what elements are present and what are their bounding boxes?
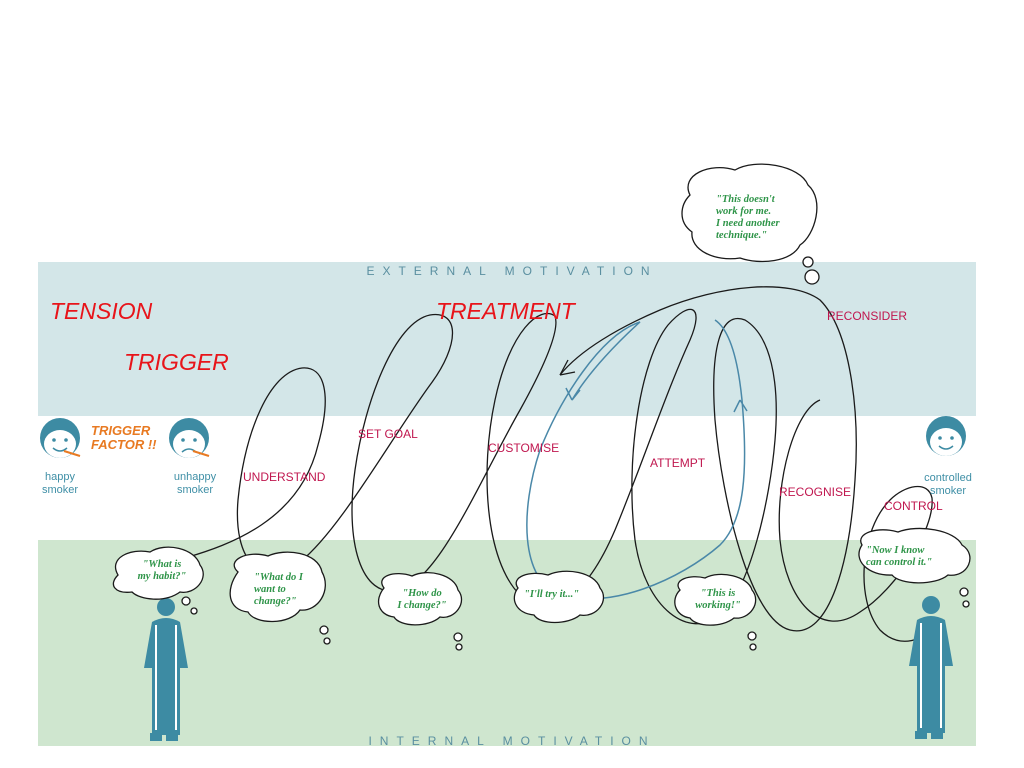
- external-motivation-band: [38, 262, 976, 416]
- stage-control: CONTROL: [884, 499, 943, 513]
- thought-dot: [319, 625, 329, 635]
- trigger-factor-label: TRIGGER FACTOR !!: [91, 423, 157, 452]
- thought-dot: [804, 269, 820, 285]
- internal-motivation-label: INTERNAL MOTIVATION: [368, 734, 656, 748]
- tension-heading: TENSION: [50, 298, 153, 324]
- reconsider-arrowhead: [559, 359, 576, 376]
- controlled-smoker-face-icon: [926, 416, 966, 456]
- thought-dot: [747, 631, 757, 641]
- thought-working-text: "This is working!": [695, 588, 741, 611]
- thought-bubble-working: [674, 573, 757, 626]
- stage-attempt: ATTEMPT: [650, 456, 706, 470]
- thought-want-text: "What do I want to change?": [254, 572, 304, 607]
- thought-dot: [453, 632, 463, 642]
- thought-how-text: "How do I change?": [397, 588, 447, 611]
- thought-doesnt-work-text: "This doesn't work for me. I need anothe…: [716, 194, 780, 241]
- stage-recognise: RECOGNISE: [779, 485, 852, 499]
- retry-arrowhead-down: [565, 387, 581, 401]
- stage-set-goal: SET GOAL: [358, 427, 418, 441]
- external-motivation-label: EXTERNAL MOTIVATION: [366, 264, 658, 278]
- thought-bubble-how: [377, 572, 463, 626]
- happy-smoker-label: happy smoker: [41, 471, 79, 496]
- person-left-icon: [144, 598, 188, 741]
- thought-bubble-want: [229, 551, 326, 623]
- unhappy-smoker-label: unhappy smoker: [173, 471, 217, 496]
- trigger-heading: TRIGGER: [124, 349, 229, 375]
- thought-dot: [323, 637, 331, 645]
- thought-control-text: "Now I know can control it.": [866, 545, 933, 568]
- thought-dot: [959, 587, 969, 597]
- thought-dot: [181, 596, 191, 606]
- thought-bubble-habit: [112, 546, 204, 600]
- thought-dot: [190, 607, 198, 615]
- unhappy-smoker-face-icon: [169, 418, 210, 458]
- thought-dot: [455, 643, 463, 651]
- treatment-heading: TREATMENT: [436, 298, 575, 324]
- thought-try-text: "I'll try it...": [524, 589, 580, 600]
- stage-reconsider: RECONSIDER: [827, 309, 908, 323]
- controlled-smoker-label: controlled smoker: [924, 472, 972, 497]
- thought-bubble-control: [858, 527, 971, 584]
- thought-bubble-try: [513, 570, 605, 624]
- thought-dot: [962, 600, 970, 608]
- happy-smoker-face-icon: [40, 418, 81, 458]
- person-right-icon: [909, 596, 953, 739]
- stage-understand: UNDERSTAND: [243, 470, 326, 484]
- thought-habit-text: "What is my habit?": [137, 559, 187, 582]
- thought-bubble-doesnt-work: [681, 163, 818, 263]
- thought-dot: [749, 643, 757, 651]
- retry-arrowhead-up: [733, 399, 748, 413]
- thought-dot: [802, 256, 814, 268]
- stage-customise: CUSTOMISE: [488, 441, 560, 455]
